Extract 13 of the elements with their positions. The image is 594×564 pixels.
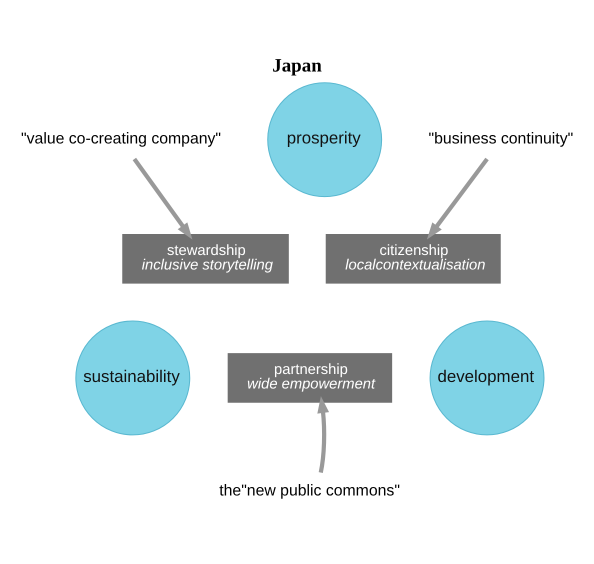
arrow bbox=[317, 396, 330, 473]
node-box: citizenship localcontextualisation bbox=[326, 234, 501, 284]
node-circle: sustainability bbox=[75, 320, 190, 436]
diagram-title: Japan bbox=[272, 56, 322, 77]
node-text: the"new public commons" bbox=[219, 482, 400, 500]
node-box: partnership wide empowerment bbox=[228, 353, 392, 403]
arrow bbox=[426, 158, 489, 240]
node-text: "value co-creating company" bbox=[21, 130, 222, 148]
arrow bbox=[132, 158, 192, 240]
node-circle: prosperity bbox=[267, 82, 382, 198]
node-circle: development bbox=[430, 320, 544, 436]
node-text: "business continuity" bbox=[428, 130, 574, 148]
node-box: stewardship inclusive storytelling bbox=[122, 234, 289, 284]
